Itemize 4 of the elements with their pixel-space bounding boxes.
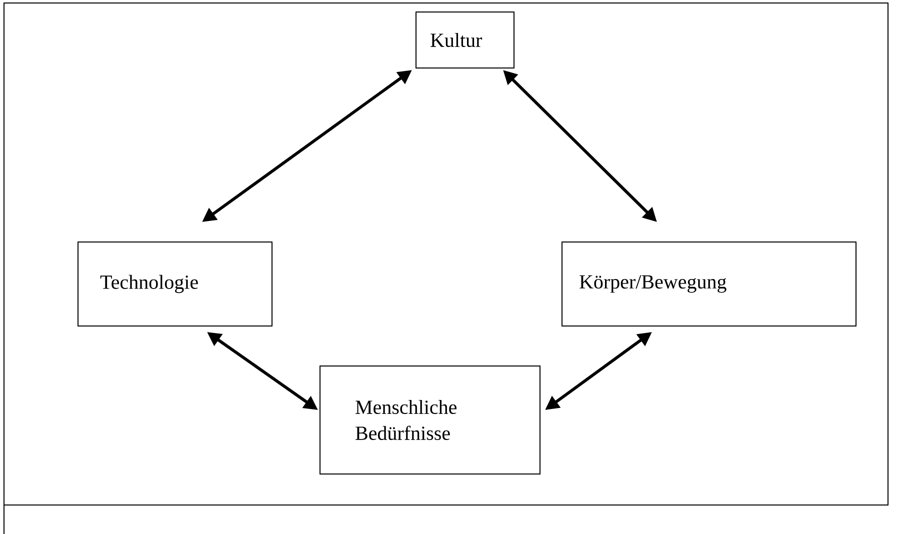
box: Menschliche Bedürfnisse	[320, 365, 540, 474]
box: Technologie	[78, 241, 272, 326]
box: Kultur	[416, 12, 514, 68]
box: Körper/Bewegung	[562, 241, 856, 326]
